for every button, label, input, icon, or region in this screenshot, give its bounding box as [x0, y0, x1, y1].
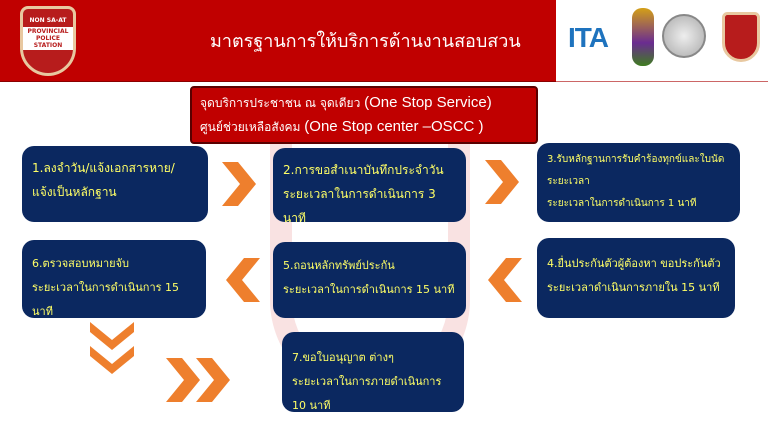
step-time: แจ้งเป็นหลักฐาน	[32, 185, 117, 199]
subtitle-line1-th: จุดบริการประชาชน ณ จุดเดียว	[200, 96, 365, 110]
step-extra: ระยะเวลา	[547, 176, 590, 187]
step-time: ระยะเวลาในการดำเนินการ 1 นาที	[547, 198, 697, 209]
step-time: ระยะเวลาในการภายดำเนินการ 10 นาที	[292, 375, 442, 412]
step-4-box: 4.ยื่นประกันตัวผู้ต้องหา ขอประกันตัวระยะ…	[537, 238, 735, 318]
chevron-right-icon	[196, 358, 230, 402]
step-1-box: 1.ลงจำวัน/แจ้งเอกสารหาย/แจ้งเป็นหลักฐาน	[22, 146, 208, 222]
header-banner: NON SA-AT PROVINCIAL POLICE STATION มาตรฐ…	[0, 0, 556, 82]
step-title: 4.ยื่นประกันตัวผู้ต้องหา ขอประกันตัว	[547, 257, 721, 270]
chevron-right-icon	[222, 162, 256, 206]
chevron-down-icon	[90, 346, 134, 374]
page-title: มาตรฐานการให้บริการด้านงานสอบสวน	[210, 31, 521, 52]
service-banner: จุดบริการประชาชน ณ จุดเดียว (One Stop Se…	[190, 86, 538, 144]
subtitle-line2-th: ศูนย์ช่วยเหลือสังคม	[200, 120, 305, 134]
station-logo: NON SA-AT PROVINCIAL POLICE STATION	[20, 6, 76, 76]
step-title: 1.ลงจำวัน/แจ้งเอกสารหาย/	[32, 161, 175, 175]
chevron-right-icon	[166, 358, 200, 402]
step-time: ระยะเวลาดำเนินการภายใน 15 นาที	[547, 281, 720, 294]
step-3-box: 3.รับหลักฐานการรับคำร้องทุกข์และใบนัดระย…	[537, 143, 740, 222]
subtitle-line2-en: (One Stop center –OSCC )	[304, 118, 484, 135]
step-time: ระยะเวลาในการดำเนินการ 15 นาที	[32, 281, 180, 318]
crest-icon	[632, 8, 654, 66]
step-title: 3.รับหลักฐานการรับคำร้องทุกข์และใบนัด	[547, 154, 725, 165]
step-title: 7.ขอใบอนุญาต ต่างๆ	[292, 351, 394, 364]
step-time: ระยะเวลาในการดำเนินการ 3 นาที	[283, 187, 436, 225]
step-7-box: 7.ขอใบอนุญาต ต่างๆระยะเวลาในการภายดำเนิน…	[282, 332, 464, 412]
step-title: 5.ถอนหลักทรัพย์ประกัน	[283, 259, 395, 272]
magnifier-globe-icon	[662, 14, 706, 58]
chevron-right-icon	[485, 160, 519, 204]
chevron-left-icon	[226, 258, 260, 302]
chevron-down-icon	[90, 322, 134, 350]
step-title: 6.ตรวจสอบหมายจับ	[32, 257, 130, 270]
step-title: 2.การขอสำเนาบันทึกประจำวัน	[283, 163, 444, 177]
step-6-box: 6.ตรวจสอบหมายจับระยะเวลาในการดำเนินการ 1…	[22, 240, 206, 318]
step-time: ระยะเวลาในการดำเนินการ 15 นาที	[283, 283, 455, 296]
logo-text: NON SA-AT	[29, 17, 67, 24]
logo-strip: ITA	[556, 0, 768, 82]
subtitle-line1-en: (One Stop Service)	[364, 94, 492, 111]
chevron-left-icon	[488, 258, 522, 302]
logo-subtext: PROVINCIAL POLICE STATION	[23, 27, 73, 50]
station-logo-small	[722, 12, 760, 62]
step-2-box: 2.การขอสำเนาบันทึกประจำวันระยะเวลาในการด…	[273, 148, 466, 225]
ita-logo: ITA	[568, 22, 609, 53]
step-5-box: 5.ถอนหลักทรัพย์ประกันระยะเวลาในการดำเนิน…	[273, 242, 466, 318]
